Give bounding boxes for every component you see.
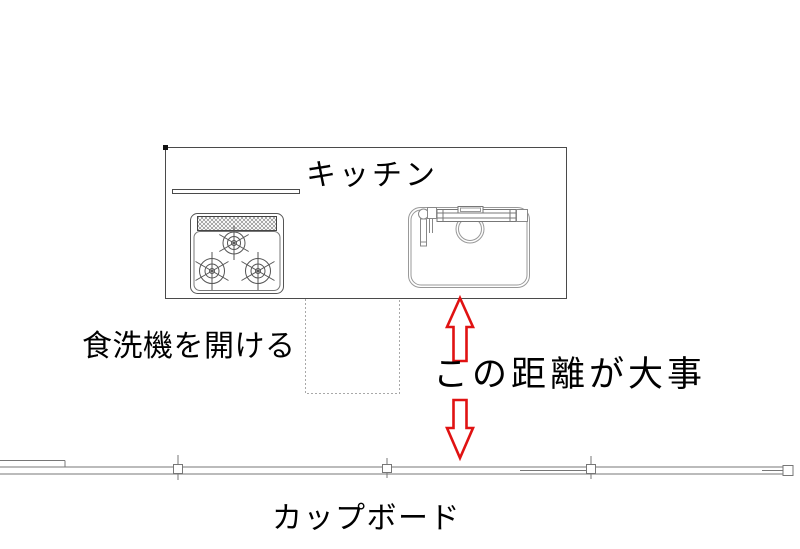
cupboard-joint [173,455,183,480]
dishwasher-door-dashed-outline [305,299,400,394]
distance-note: この距離が大事 [433,355,707,394]
cupboard-joint [586,456,596,479]
burner [195,252,229,290]
backsplash-line [172,189,300,194]
kitchen-outline [165,147,567,299]
burner [241,252,275,290]
faucet [418,207,437,247]
cupboard-joint [382,458,392,478]
kitchen-title: キッチン [306,159,438,192]
corner-handle [163,145,168,150]
cupboard-label: カップボード [272,502,461,535]
cupboard-end-cap [782,465,794,476]
sink-icon [408,206,530,288]
kitchen-counter [163,145,567,299]
stove-icon [190,213,284,294]
arrow-up-icon [444,294,476,363]
dishwasher-note: 食洗機を開ける [82,330,296,363]
arrow-down-icon [445,398,475,462]
burner [219,226,249,260]
cupboard-line [0,455,794,480]
